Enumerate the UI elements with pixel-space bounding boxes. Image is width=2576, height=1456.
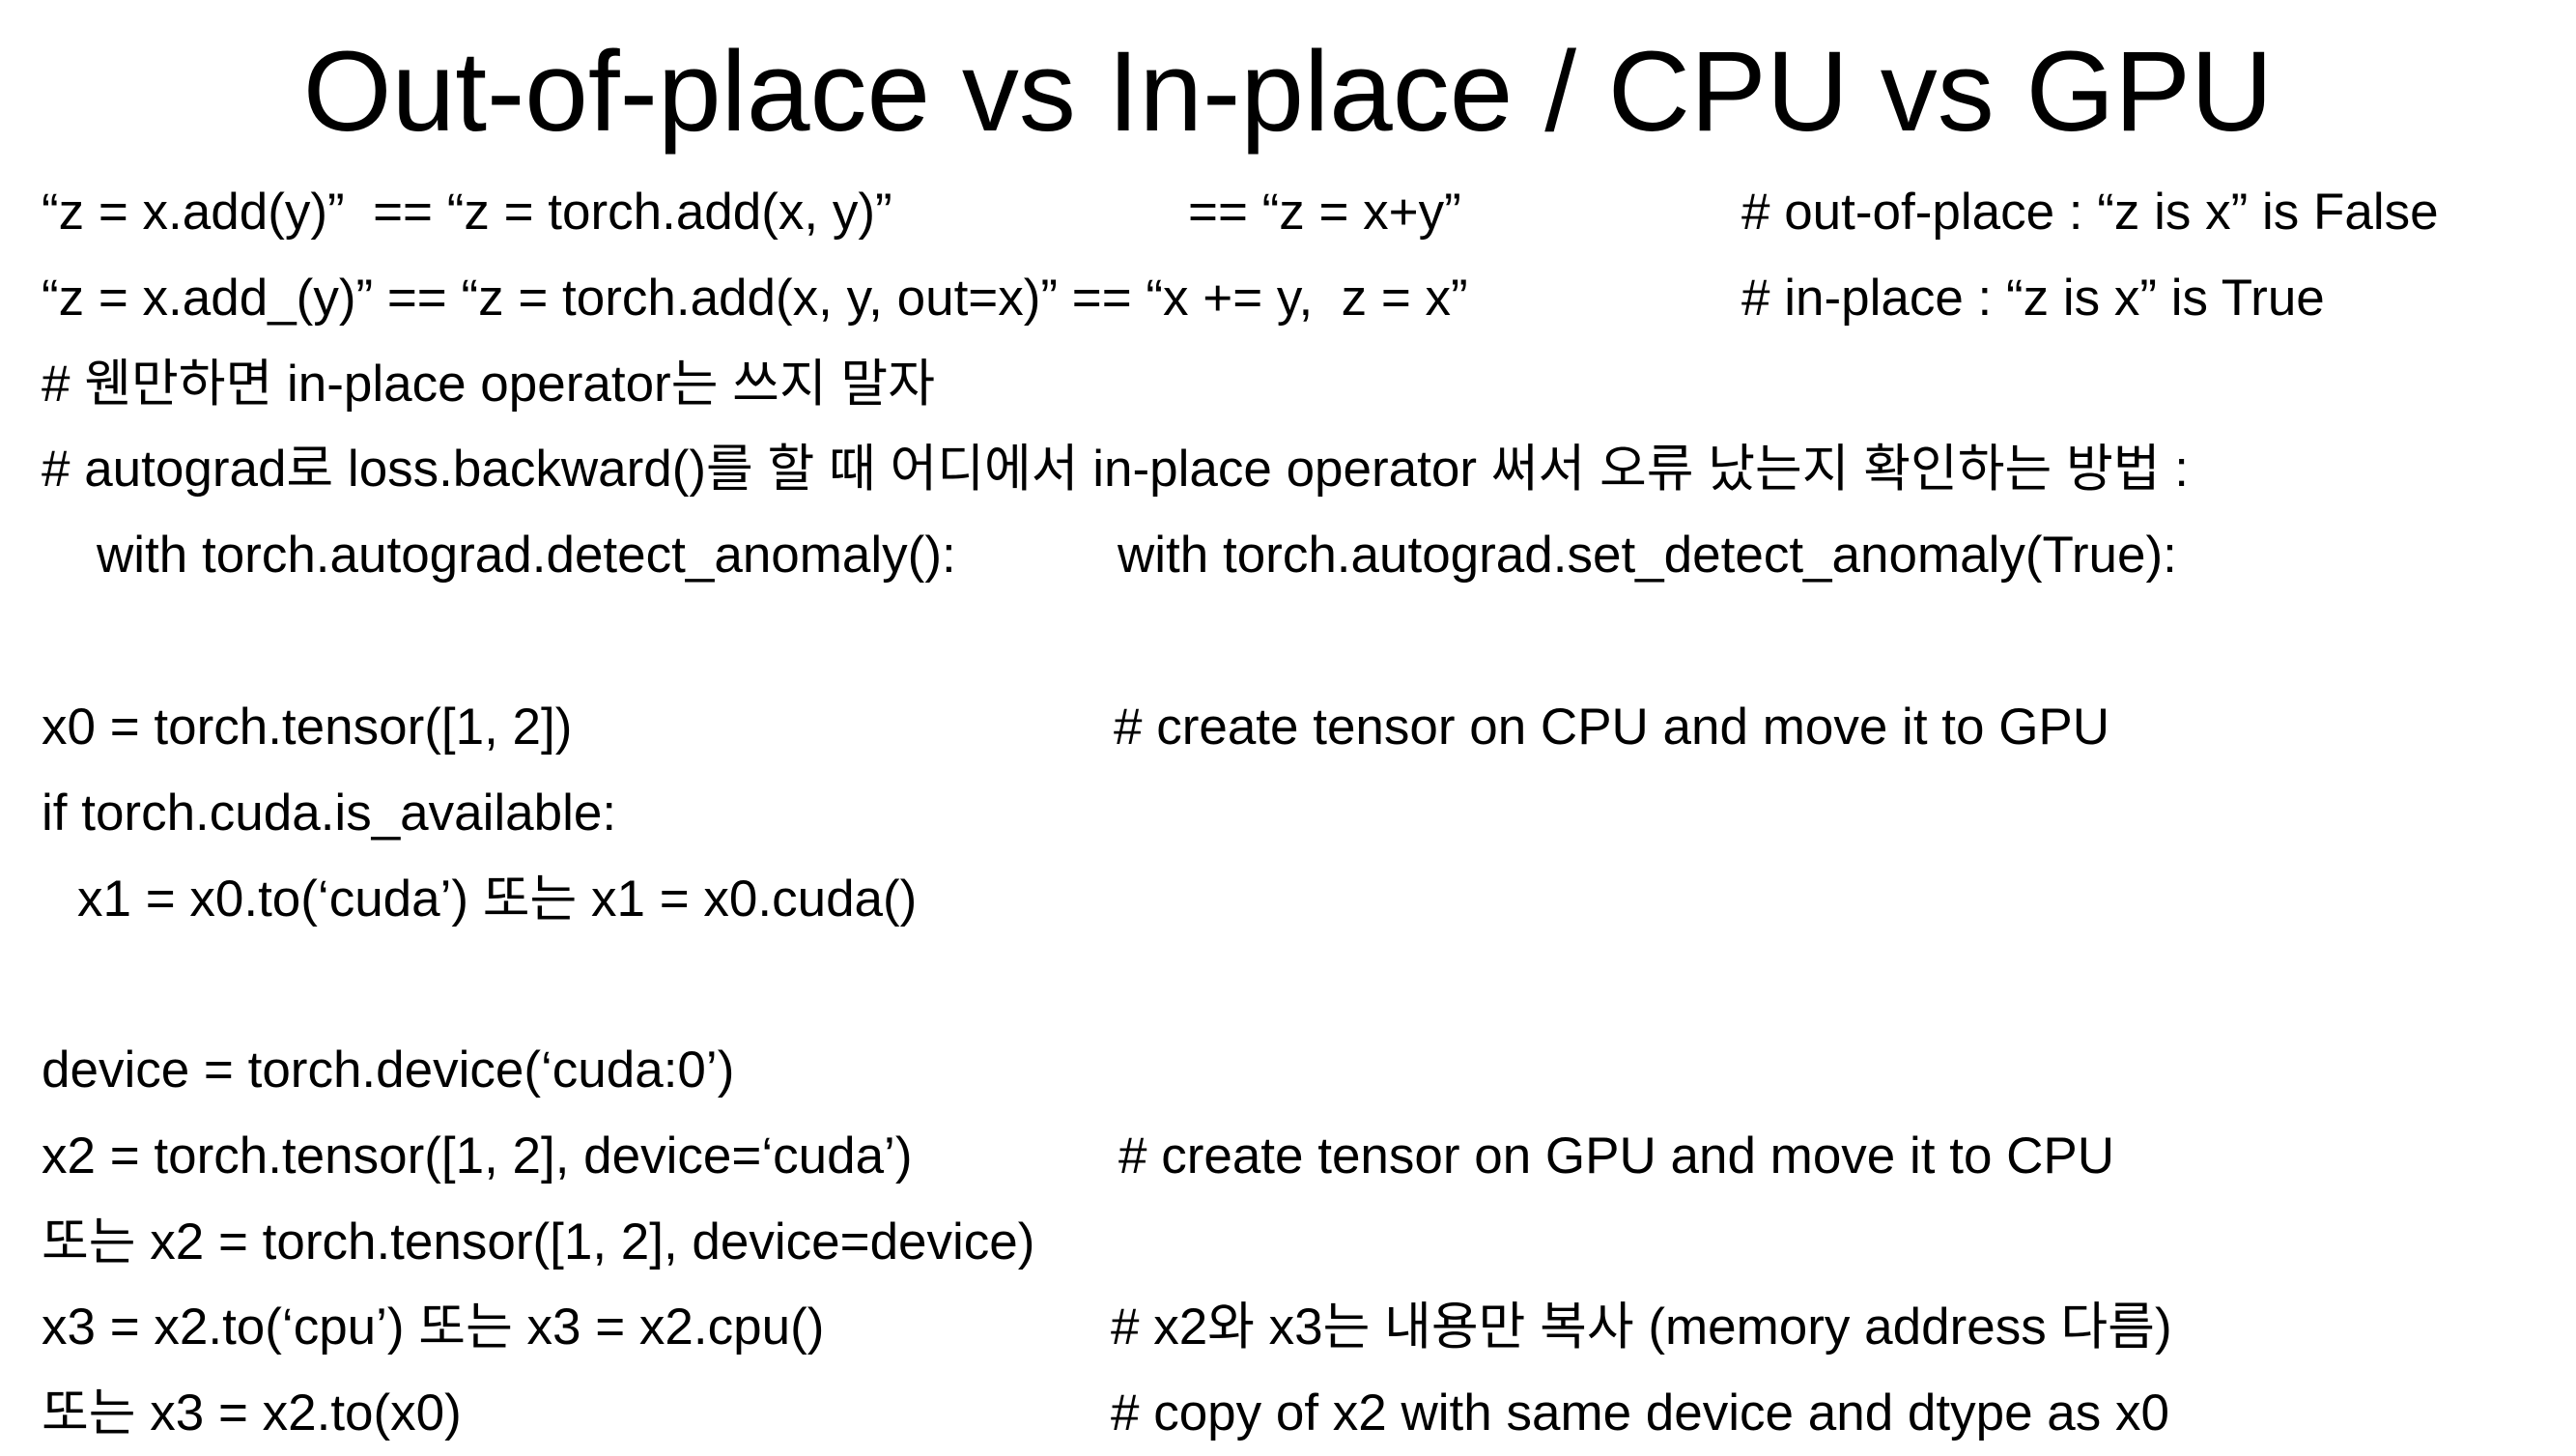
- code-line-out-of-place: “z = x.add(y)” == “z = torch.add(x, y)” …: [0, 170, 2576, 255]
- code-line-in-place: “z = x.add_(y)” == “z = torch.add(x, y, …: [0, 256, 2576, 341]
- code-line: if torch.cuda.is_available:: [0, 771, 2576, 856]
- code-text: “z = x.add(y)” == “z = torch.add(x, y)”: [42, 184, 892, 241]
- code-line: x3 = x2.to(‘cpu’) 또는 x3 = x2.cpu() # x2와…: [0, 1285, 2576, 1370]
- code-text: == “z = x+y”: [1188, 184, 1461, 241]
- code-text: with torch.autograd.set_detect_anomaly(T…: [1118, 527, 2177, 584]
- comment-text: # create tensor on GPU and move it to CP…: [1118, 1128, 2115, 1185]
- comment-text: # copy of x2 with same device and dtype …: [1111, 1385, 2169, 1442]
- code-text: x1 = x0.to(‘cuda’) 또는 x1 = x0.cuda(): [77, 871, 918, 928]
- comment-text: # create tensor on CPU and move it to GP…: [1114, 699, 2110, 756]
- code-line: x0 = torch.tensor([1, 2]) # create tenso…: [0, 685, 2576, 770]
- code-line: x1 = x0.to(‘cuda’) 또는 x1 = x0.cuda(): [0, 857, 2576, 942]
- code-text: if torch.cuda.is_available:: [42, 785, 617, 842]
- code-text: with torch.autograd.detect_anomaly():: [97, 527, 956, 584]
- comment-text: # autograd로 loss.backward()를 할 때 어디에서 in…: [42, 441, 2189, 498]
- code-text: “z = x.add_(y)” == “z = torch.add(x, y, …: [42, 270, 1468, 327]
- comment-text: # x2와 x3는 내용만 복사 (memory address 다름): [1111, 1299, 2172, 1356]
- code-text: x0 = torch.tensor([1, 2]): [42, 699, 573, 756]
- comment-line: # autograd로 loss.backward()를 할 때 어디에서 in…: [0, 427, 2576, 512]
- comment-text: # out-of-place : “z is x” is False: [1741, 184, 2439, 241]
- code-line: 또는 x3 = x2.to(x0) # copy of x2 with same…: [0, 1371, 2576, 1456]
- slide-title: Out-of-place vs In-place / CPU vs GPU: [302, 28, 2274, 156]
- code-text: 또는 x3 = x2.to(x0): [42, 1385, 462, 1442]
- comment-text: # 웬만하면 in-place operator는 쓰지 말자: [42, 356, 935, 413]
- code-text: x2 = torch.tensor([1, 2], device=‘cuda’): [42, 1128, 913, 1185]
- comment-text: # in-place : “z is x” is True: [1741, 270, 2325, 327]
- comment-line: # 웬만하면 in-place operator는 쓰지 말자: [0, 342, 2576, 427]
- code-text: x3 = x2.to(‘cpu’) 또는 x3 = x2.cpu(): [42, 1299, 825, 1356]
- code-line-anomaly: with torch.autograd.detect_anomaly(): wi…: [0, 513, 2576, 598]
- code-line: 또는 x2 = torch.tensor([1, 2], device=devi…: [0, 1200, 2576, 1285]
- code-text: 또는 x2 = torch.tensor([1, 2], device=devi…: [42, 1213, 1035, 1270]
- code-line: device = torch.device(‘cuda:0’): [0, 1028, 2576, 1113]
- code-text: device = torch.device(‘cuda:0’): [42, 1042, 735, 1099]
- code-line: x2 = torch.tensor([1, 2], device=‘cuda’)…: [0, 1114, 2576, 1199]
